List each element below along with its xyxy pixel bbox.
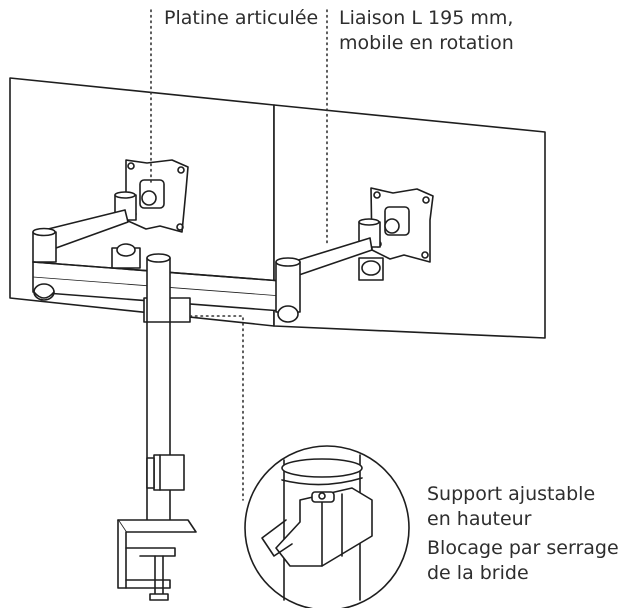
right-vesa-plate (370, 187, 434, 263)
leader-lines (150, 9, 328, 501)
label-platine-text: Platine articulée (164, 7, 319, 29)
label-blocage-line-2: de la bride (427, 562, 529, 584)
label-liaison-line-2: mobile en rotation (339, 32, 514, 54)
height-collar (146, 454, 185, 491)
label-support-ajustable: Support ajustable en hauteur (427, 482, 595, 532)
label-liaison: Liaison L 195 mm, mobile en rotation (339, 6, 514, 56)
label-blocage: Blocage par serrage de la bride (427, 536, 619, 586)
label-liaison-line-1: Liaison L 195 mm, (339, 7, 514, 29)
desk-clamp (117, 519, 197, 601)
left-vesa-plate (125, 159, 189, 233)
left-l-link-arm (32, 209, 141, 269)
label-support-line-1: Support ajustable (427, 483, 596, 505)
leader-support (189, 315, 244, 501)
label-blocage-line-1: Blocage par serrage (427, 537, 619, 559)
label-support-line-2: en hauteur (427, 508, 532, 530)
zoom-detail-circle (244, 445, 410, 608)
label-platine-articulee: Platine articulée (164, 6, 318, 31)
